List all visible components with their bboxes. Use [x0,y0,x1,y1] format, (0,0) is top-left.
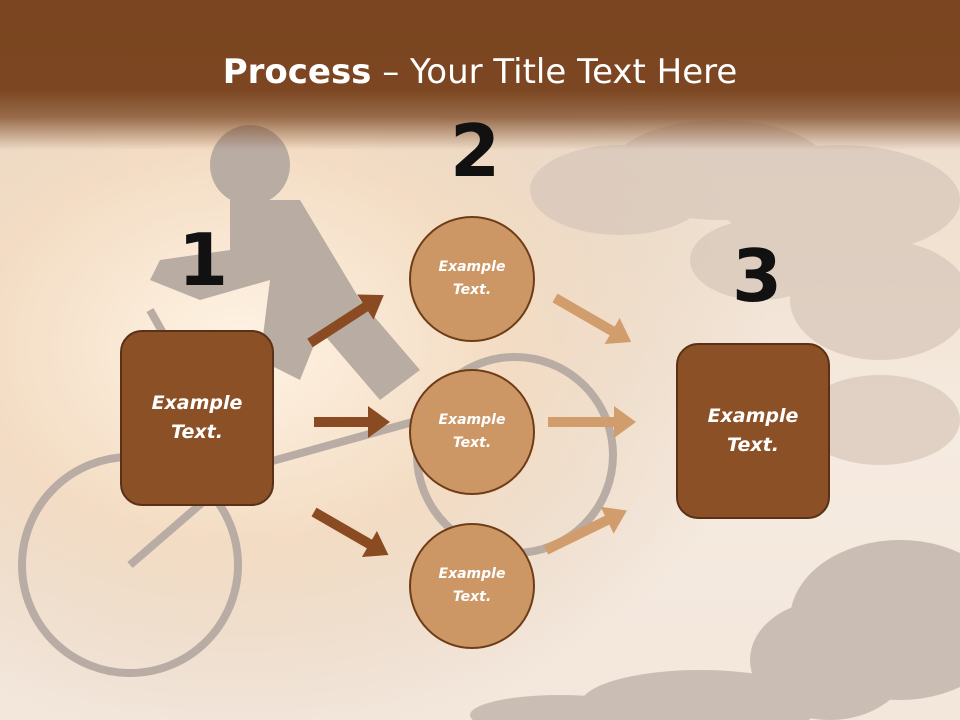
title-rest: – Your Title Text Here [371,52,738,92]
circle-bottom-text: Example Text. [438,566,506,605]
circle-middle-text: Example Text. [438,412,506,451]
step-number-3: 3 [732,234,783,318]
circle-middle[interactable]: Example Text. [409,369,535,495]
circle-bottom[interactable]: Example Text. [409,523,535,649]
step-1-box[interactable]: Example Text. [120,330,274,506]
header-band [0,0,960,150]
slide-title: Process – Your Title Text Here [0,52,960,92]
tree-silhouette [470,540,960,720]
title-bold: Process [222,52,372,92]
step-number-1: 1 [178,218,229,302]
circle-top[interactable]: Example Text. [409,216,535,342]
step-1-text: Example Text. [151,392,243,443]
step-number-2: 2 [450,109,501,193]
step-3-box[interactable]: Example Text. [676,343,830,519]
step-3-text: Example Text. [707,405,799,456]
circle-top-text: Example Text. [438,259,506,298]
